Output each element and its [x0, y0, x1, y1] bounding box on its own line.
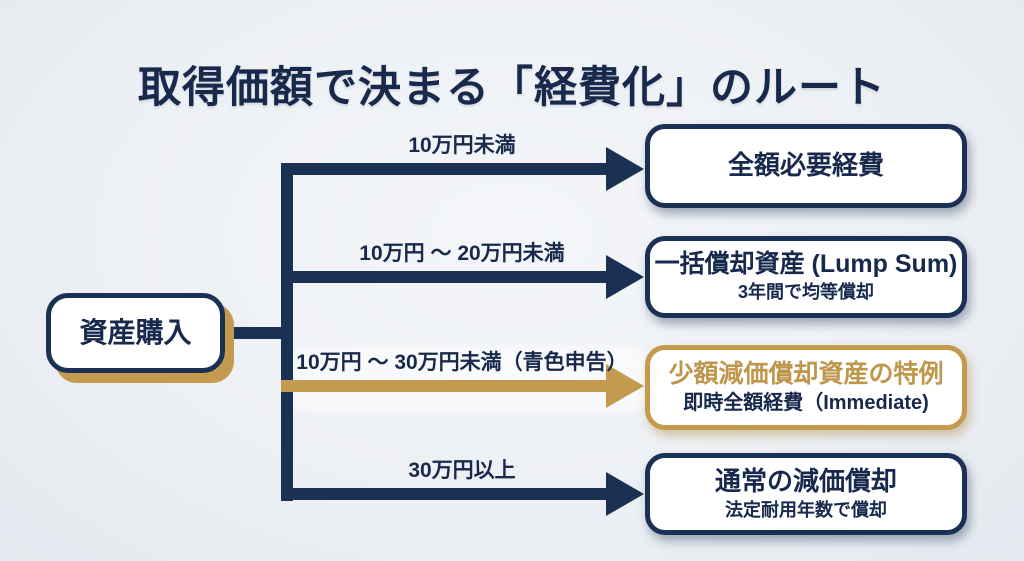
branch-line-1	[281, 163, 606, 175]
result-note: 3年間で均等償却	[737, 282, 874, 303]
arrowhead-icon-3	[606, 364, 644, 408]
branch-line-3	[281, 380, 606, 392]
result-title: 全額必要経費	[727, 150, 884, 181]
page-title: 取得価額で決まる「経費化」のルート	[138, 63, 886, 112]
branch-line-4	[281, 488, 606, 500]
arrowhead-icon-1	[606, 147, 644, 191]
branch-condition-3: 10万円 ～ 30万円未満（青色申告）	[296, 351, 628, 374]
branch-line-2	[281, 271, 606, 283]
result-node-full-expense: 全額必要経費	[645, 124, 967, 208]
arrowhead-icon-2	[606, 255, 644, 299]
branch-condition-4: 30万円以上	[408, 459, 516, 482]
result-note: 即時全額経費（Immediate)	[683, 392, 929, 415]
result-node-lump-sum: 一括償却資産 (Lump Sum) 3年間で均等償却	[645, 236, 967, 318]
arrowhead-icon-4	[606, 472, 644, 516]
result-node-normal-depreciation: 通常の減価償却 法定耐用年数で償却	[645, 453, 967, 535]
branch-condition-2: 10万円 ～ 20万円未満	[359, 242, 565, 265]
trunk-line	[281, 163, 293, 501]
result-title: 通常の減価償却	[714, 465, 897, 496]
source-node-asset-purchase: 資産購入	[46, 293, 225, 373]
result-title: 一括償却資産 (Lump Sum)	[654, 250, 958, 279]
source-connector-line	[222, 327, 282, 339]
result-title: 少額減価償却資産の特例	[668, 359, 944, 388]
result-note: 法定耐用年数で償却	[725, 499, 887, 520]
branch-condition-1: 10万円未満	[408, 134, 516, 157]
source-node-label: 資産購入	[79, 316, 192, 348]
gold-branch-highlight	[292, 346, 648, 412]
result-node-special-exception: 少額減価償却資産の特例 即時全額経費（Immediate)	[645, 345, 967, 430]
